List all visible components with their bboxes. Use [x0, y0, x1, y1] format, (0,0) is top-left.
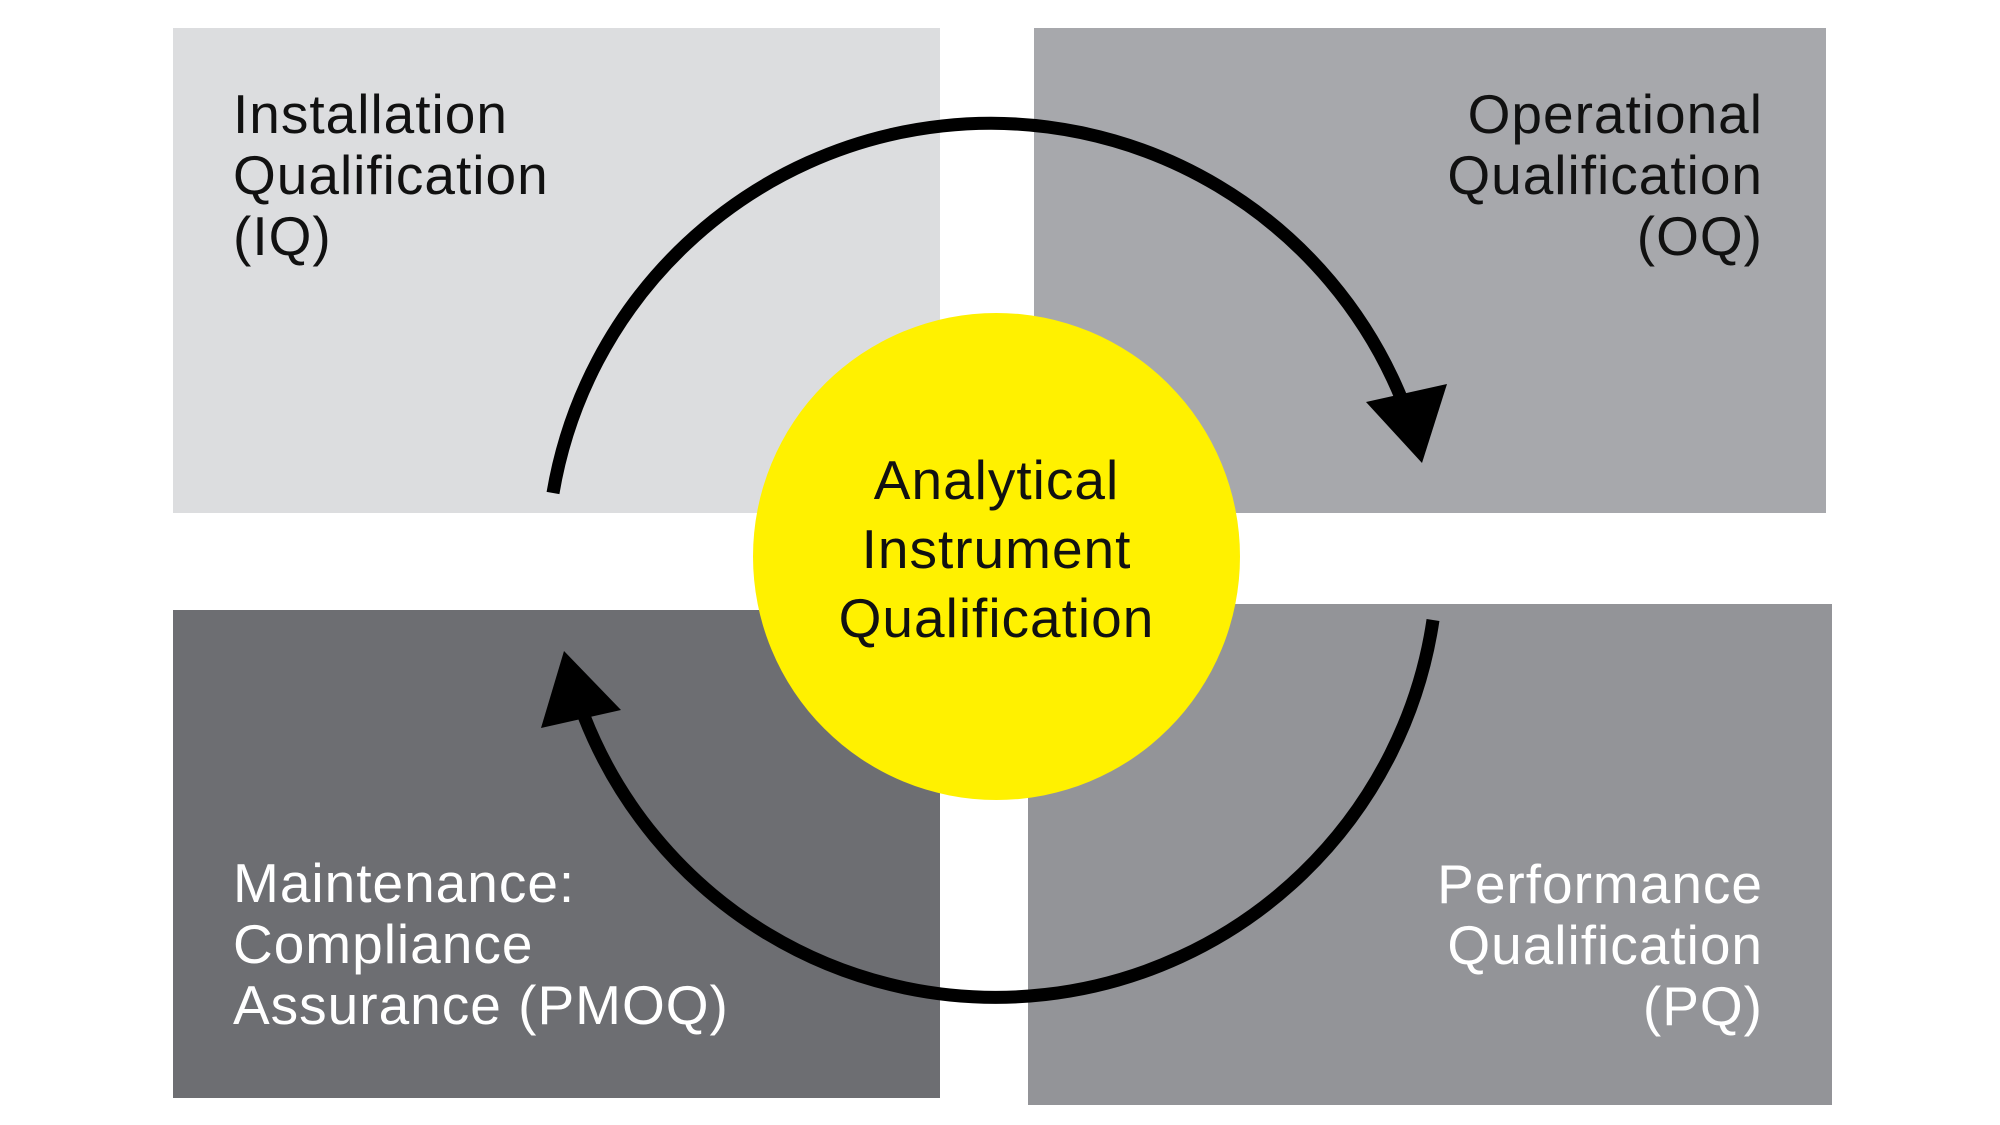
upper-cycle-arc — [546, 116, 1409, 495]
iq-label: Installation Qualification (IQ) — [233, 83, 549, 267]
lower-cycle-arc — [577, 619, 1440, 1004]
oq-label: Operational Qualification (OQ) — [1447, 83, 1763, 267]
iq-quadrant: Installation Qualification (IQ) — [173, 28, 940, 513]
pq-label: Performance Qualification (PQ) — [1437, 853, 1763, 1037]
lower-arrowhead-icon — [541, 651, 621, 728]
center-label: Analytical Instrument Qualification — [838, 449, 1155, 649]
upper-arrowhead-icon — [1366, 384, 1447, 463]
pmoq-label: Maintenance: Compliance Assurance (PMOQ) — [233, 852, 729, 1036]
center-circle: Analytical Instrument Qualification — [753, 313, 1240, 800]
